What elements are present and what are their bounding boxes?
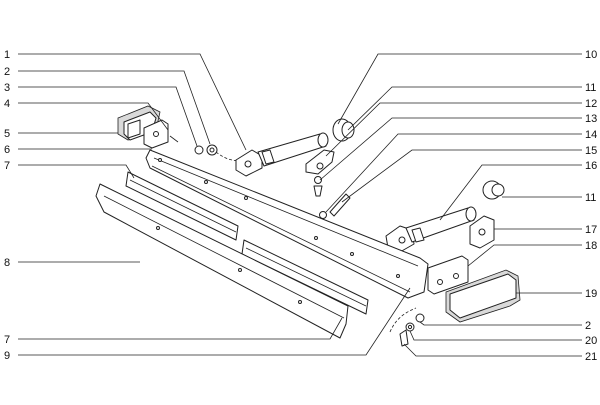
buffer-right-lower [482, 180, 505, 200]
callout-11b: 11 [585, 192, 596, 204]
leader-20 [409, 330, 582, 341]
callout-21: 21 [585, 351, 597, 363]
callout-19: 19 [585, 288, 597, 300]
callout-3: 3 [4, 82, 10, 94]
callout-18: 18 [585, 240, 597, 252]
leader-3 [18, 86, 198, 147]
callout-4: 4 [4, 98, 10, 110]
callout-16: 16 [585, 160, 597, 172]
leader-15 [341, 149, 582, 203]
callout-5: 5 [4, 128, 10, 140]
leader-2 [18, 70, 211, 145]
callout-14: 14 [585, 129, 597, 141]
callout-2: 2 [4, 66, 10, 78]
leader-16 [439, 164, 582, 221]
mounting-plate-right [427, 255, 469, 295]
callout-7a: 7 [4, 160, 10, 172]
bumper-beam [145, 149, 429, 299]
leader-18 [467, 244, 582, 267]
callouts-right: 10 11 12 13 14 15 16 11 17 18 19 2 20 21 [585, 49, 597, 363]
callout-9: 9 [4, 350, 10, 362]
callout-12: 12 [585, 98, 597, 110]
leader-13 [319, 117, 582, 181]
bracket-right [469, 215, 495, 249]
buffer-right-upper [332, 118, 355, 142]
leader-14 [325, 133, 582, 213]
leader-4 [18, 102, 169, 131]
callout-20: 20 [585, 335, 597, 347]
shock-absorber-left [235, 132, 329, 177]
leader-1 [18, 53, 247, 151]
leader-lines [18, 53, 582, 357]
leader-12 [325, 102, 582, 157]
callout-7b: 7 [4, 334, 10, 346]
leader-2b [419, 321, 582, 326]
hardware-bottom-right [389, 307, 425, 347]
callout-6: 6 [4, 144, 10, 156]
leader-21 [403, 343, 582, 357]
leader-11a [347, 86, 582, 131]
bumper-face-lower [95, 183, 349, 339]
callout-2b: 2 [585, 320, 591, 332]
callout-8: 8 [4, 257, 10, 269]
callout-15: 15 [585, 145, 597, 157]
small-bracket-center [305, 149, 335, 197]
bolt-center [319, 193, 351, 219]
callout-11a: 11 [585, 82, 596, 94]
leader-9 [18, 287, 411, 356]
leader-10 [337, 53, 582, 125]
callout-1: 1 [4, 49, 10, 61]
parts [95, 105, 521, 347]
end-cap-right [445, 269, 521, 323]
leader-7a [18, 164, 135, 179]
nut-washer-left [194, 144, 245, 162]
leader-7b [18, 317, 343, 340]
callouts-left: 1 2 3 4 5 6 7 8 7 9 [4, 49, 10, 362]
callout-10: 10 [585, 49, 597, 61]
bracket-left [143, 119, 179, 149]
callout-13: 13 [585, 113, 597, 125]
shock-absorber-right [385, 206, 477, 253]
trim-strip-upper [125, 171, 369, 315]
callout-17: 17 [585, 224, 597, 236]
